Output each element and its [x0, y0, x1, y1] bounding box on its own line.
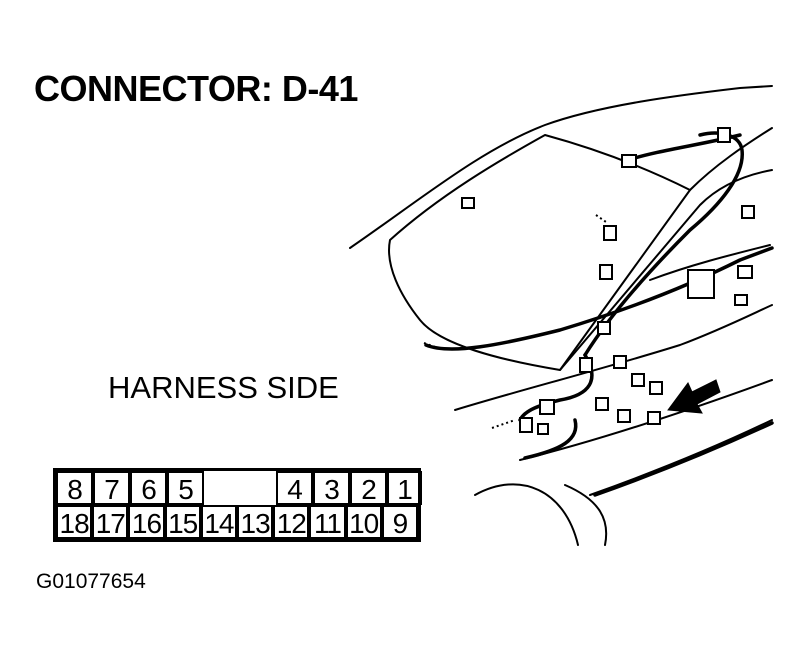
wheel-arch: [474, 483, 579, 546]
connector-pin-10: 10: [345, 505, 382, 539]
connector-block: [461, 197, 475, 209]
location-arrow: [667, 379, 721, 414]
connector-pin-9: 9: [381, 505, 418, 539]
diagram-title: CONNECTOR: D-41: [34, 68, 358, 109]
connector-block: [603, 225, 617, 241]
connector-key-gap: [204, 471, 276, 505]
connector-pin-17: 17: [92, 505, 129, 539]
connector-block: [734, 294, 748, 306]
figure-id: G01077654: [36, 570, 146, 593]
connector-pin-3: 3: [313, 471, 350, 505]
wiring-harness-front: [518, 353, 594, 422]
connector-block: [647, 411, 661, 425]
connector-pin-11: 11: [309, 505, 346, 539]
connector-block: [631, 373, 645, 387]
connector-block: [599, 264, 613, 280]
rear-edge-line: [649, 244, 771, 281]
wiring-harness-sill: [593, 421, 774, 497]
harness-side-label: HARNESS SIDE: [108, 370, 339, 405]
connector-pin-7: 7: [93, 471, 130, 505]
door-sill-line: [589, 419, 773, 496]
connector-block: [741, 205, 755, 219]
connector-block: [687, 269, 715, 299]
connector-block: [613, 355, 627, 369]
connector-pin-5: 5: [167, 471, 204, 505]
connector-block: [579, 357, 593, 373]
dashboard-line: [454, 304, 773, 411]
connector-pin-4: 4: [276, 471, 313, 505]
connector-block: [597, 321, 611, 335]
connector-block: [617, 409, 631, 423]
connector-block: [595, 397, 609, 411]
connector-pin-14: 14: [200, 505, 237, 539]
connector-pin-15: 15: [164, 505, 201, 539]
connector-pin-8: 8: [56, 471, 93, 505]
connector-block: [737, 265, 753, 279]
connector-pin-6: 6: [130, 471, 167, 505]
connector-pin-1: 1: [387, 471, 422, 505]
connector-block: [621, 154, 637, 168]
connector-pin-2: 2: [350, 471, 387, 505]
connector-block: [537, 423, 549, 435]
connector-pin-18: 18: [56, 505, 93, 539]
wiring-harness-lower: [523, 418, 578, 460]
a-pillar-line: [689, 127, 773, 191]
windshield-outline: [388, 134, 691, 371]
connector-block: [649, 381, 663, 395]
wiring-harness-branch: [583, 131, 744, 357]
connector-pin-12: 12: [273, 505, 310, 539]
connector-block: [717, 127, 731, 143]
connector-block: [539, 399, 555, 415]
a-pillar-line-2: [559, 169, 773, 371]
connector-pin-16: 16: [128, 505, 165, 539]
connector-pin-13: 13: [237, 505, 274, 539]
connector-block: [519, 417, 533, 433]
roof-line: [349, 85, 773, 249]
wheel-arch-inner: [564, 484, 608, 546]
